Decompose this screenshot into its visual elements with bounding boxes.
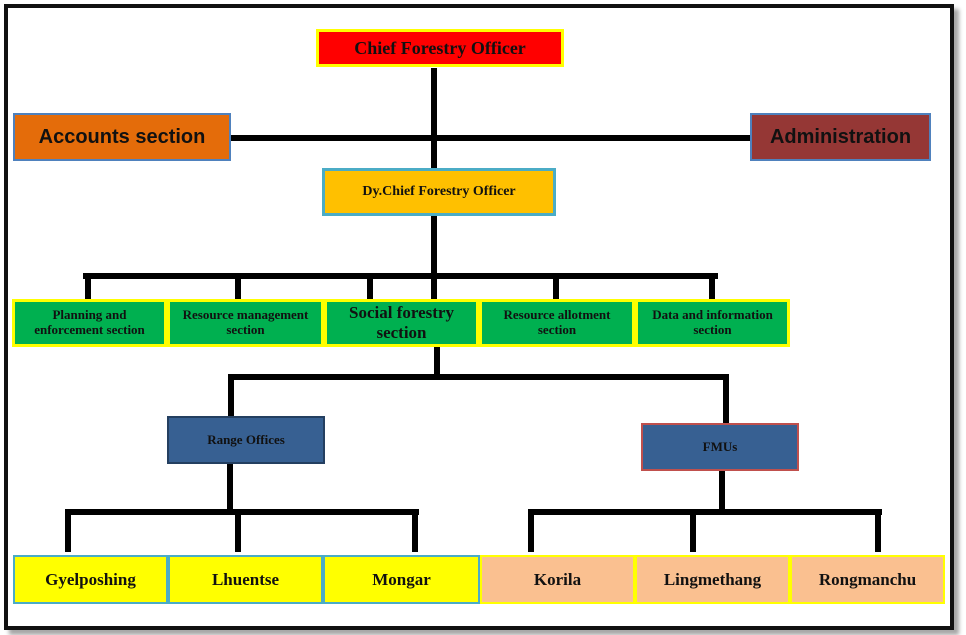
resource-management-section-box: Resource management section [167, 299, 324, 347]
fmu-lingmethang-box: Lingmethang [635, 555, 790, 604]
fmus-box: FMUs [641, 423, 799, 471]
social-forestry-section-box: Social forestry section [324, 299, 479, 347]
accounts-section-box: Accounts section [13, 113, 231, 161]
fmu-rongmanchu-box: Rongmanchu [790, 555, 945, 604]
administration-box: Administration [750, 113, 931, 161]
range-offices-box: Range Offices [167, 416, 325, 464]
range-office-lhuentse-box: Lhuentse [168, 555, 323, 604]
planning-enforcement-section-box: Planning and enforcement section [12, 299, 167, 347]
data-information-section-box: Data and information section [635, 299, 790, 347]
chief-forestry-officer-box: Chief Forestry Officer [316, 29, 564, 67]
resource-allotment-section-box: Resource allotment section [479, 299, 635, 347]
range-office-gyelposhing-box: Gyelposhing [13, 555, 168, 604]
deputy-chief-forestry-officer-box: Dy.Chief Forestry Officer [322, 168, 556, 216]
fmu-korila-box: Korila [480, 555, 635, 604]
range-office-mongar-box: Mongar [323, 555, 480, 604]
